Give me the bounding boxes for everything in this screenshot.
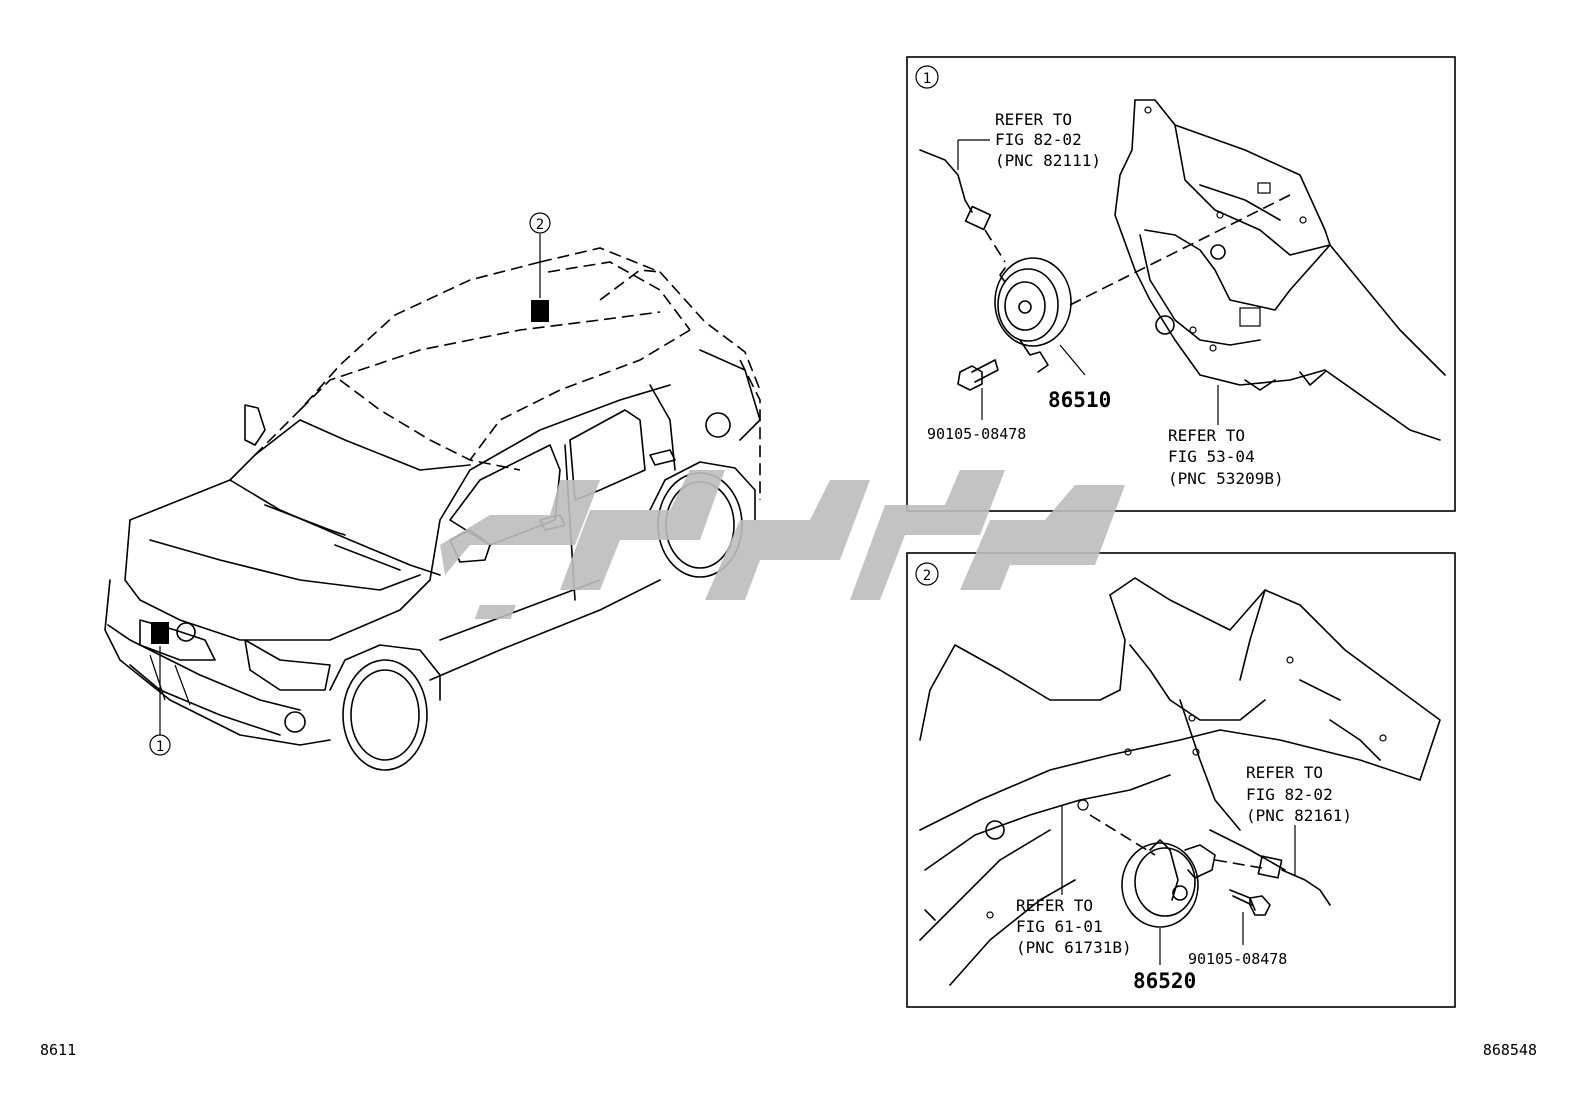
panel-2-tag-circle <box>915 562 939 586</box>
wire-connector-1 <box>964 205 992 231</box>
panel-2-wire-ref-line-3: (PNC 82161) <box>1246 806 1352 825</box>
figure-code: 8611 <box>40 1041 76 1059</box>
panel-1-horn-part-number: 86510 <box>1048 388 1111 412</box>
illustration-code: 868548 <box>1483 1041 1537 1059</box>
panel-2-wire-ref-line-1: REFER TO <box>1246 763 1323 782</box>
panel-2-bolt-part-number: 90105-08478 <box>1188 950 1287 968</box>
panel-2-horn-part-number: 86520 <box>1133 969 1196 993</box>
panel-1-bolt-part-number: 90105-08478 <box>927 425 1026 443</box>
rear-horn-location-marker <box>531 300 549 322</box>
panel-2-body-ref-line-2: FIG 61-01 <box>1016 917 1103 936</box>
callout-1-circle <box>149 734 171 756</box>
callout-2-label: 2 <box>536 217 544 233</box>
panel-2-frame <box>906 552 1456 1008</box>
horn-wire-2 <box>1281 869 1331 906</box>
vehicle-overview: 2 1 <box>104 212 761 771</box>
detail-panel-1: 1 <box>906 56 1456 512</box>
panel-1-tag-circle <box>915 65 939 89</box>
detail-panel-2: 2 <box>906 552 1456 1008</box>
panel-1-wire-ref-line-2: FIG 82-02 <box>995 130 1082 149</box>
front-horn-location-marker <box>151 622 169 644</box>
panel-1-wire-ref-line-3: (PNC 82111) <box>995 151 1101 170</box>
panel-1-body-ref-line-2: FIG 53-04 <box>1168 447 1255 466</box>
horn-86510-icon <box>994 257 1072 373</box>
bolt-90105-08478-icon <box>957 359 999 391</box>
horn-86520-icon <box>1121 839 1216 928</box>
panel-2-body-ref-line-1: REFER TO <box>1016 896 1093 915</box>
panel-1-tag: 1 <box>923 71 931 87</box>
bolt-90105-08478-icon-2 <box>1229 889 1271 916</box>
wire-connector-2 <box>1257 855 1283 879</box>
callout-1-label: 1 <box>156 739 164 755</box>
panel-2-tag: 2 <box>923 568 931 584</box>
panel-1-wire-ref-line-1: REFER TO <box>995 110 1072 129</box>
panel-1-body-ref-line-3: (PNC 53209B) <box>1168 469 1284 488</box>
horn-wire-1 <box>919 149 973 213</box>
watermark-logo <box>440 470 1125 619</box>
panel-1-body-ref-line-1: REFER TO <box>1168 426 1245 445</box>
panel-2-body-ref-line-3: (PNC 61731B) <box>1016 938 1132 957</box>
panel-2-wire-ref-line-2: FIG 82-02 <box>1246 785 1333 804</box>
panel-1-frame <box>906 56 1456 512</box>
callout-2-circle <box>529 212 551 234</box>
